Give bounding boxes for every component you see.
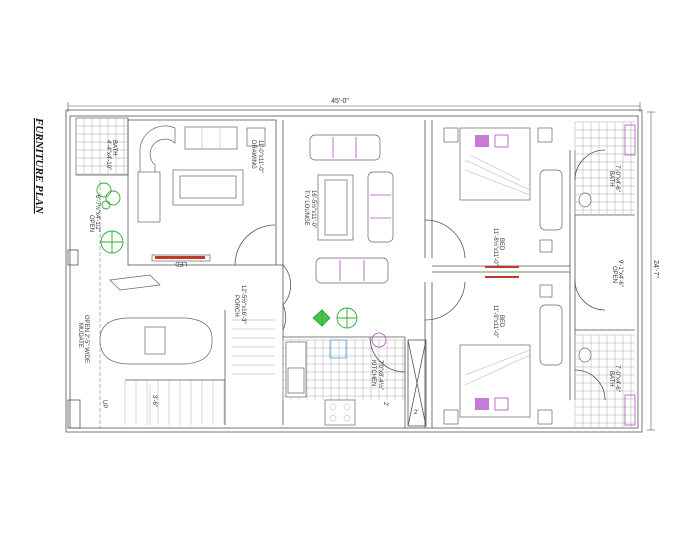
drawing-size: 11'-0"x11'-0" — [257, 140, 263, 173]
doors — [234, 149, 606, 401]
outer-walls — [65, 109, 643, 433]
porch-size: 12'-5½"x16'-3" — [240, 285, 247, 324]
kitchen-fixtures — [285, 339, 356, 426]
porch-name: PORCH — [233, 295, 239, 317]
kitchen-dim-label: 2' — [382, 402, 388, 406]
stair-up-label: UP — [101, 400, 107, 408]
bath-right-top-size: 7'-0"x4'-6" — [614, 165, 620, 192]
open-right-size: 9'-1"x4'-6" — [617, 260, 623, 287]
shaft-dim-label: 2' — [414, 410, 418, 416]
drawing-furniture: LED — [137, 125, 266, 266]
bath-right-bottom-size: 7'-0"x4'-6" — [614, 365, 620, 392]
bath-right-bottom-name: BATH — [608, 371, 614, 387]
open-right-name: OPEN — [611, 266, 617, 283]
kitchen-size: 7'0"x8'-4½" — [377, 360, 384, 390]
open-left-size: 6'-7½"x4'-1/2" — [94, 195, 101, 232]
open-left-name: OPEN — [88, 215, 94, 232]
kitchen-name: KITCHEN — [370, 360, 376, 386]
kitchen-sink — [329, 339, 347, 359]
led-tv-top-bedroom — [485, 266, 519, 268]
depth-dimension: 24'-7" — [647, 111, 659, 431]
bath-right-top-name: BATH — [608, 171, 614, 187]
led-tv-bottom-bedroom — [485, 276, 519, 278]
bed-top-size: 11'-8½"x11'-0" — [492, 228, 499, 266]
led-label: LED — [175, 260, 187, 266]
bed-bottom-size: 11'-9"x11'-0" — [492, 305, 498, 338]
open-strip-name: OPEN 2'-5" WIDE — [83, 315, 89, 363]
lounge-furniture — [309, 134, 394, 348]
staircase: UP 3'-6" 2' 2' — [101, 310, 427, 427]
plants — [96, 182, 358, 329]
width-label: 45'-0" — [331, 98, 349, 105]
bedroom-furniture — [443, 124, 636, 426]
tv-lounge-name: T.V LOUNGE — [303, 190, 309, 226]
porch-vehicles — [99, 274, 213, 365]
led-tv — [155, 256, 205, 259]
bed-top-name: BED — [498, 238, 504, 251]
bed-bottom-name: BED — [498, 315, 504, 328]
tv-lounge-size: 16'-5½"x11'-0" — [310, 190, 317, 228]
bath-left-name: BATH — [111, 140, 117, 156]
open-strip-size: MUDATE — [77, 323, 83, 348]
drawing-name: DRAWING — [250, 140, 256, 169]
stair-width-label: 3'-6" — [151, 395, 157, 407]
plan-title: FURNITURE PLAN — [33, 117, 45, 215]
bath-left-size: 4'-4"x4'-10" — [105, 140, 111, 170]
depth-label: 24'-7" — [652, 260, 659, 278]
